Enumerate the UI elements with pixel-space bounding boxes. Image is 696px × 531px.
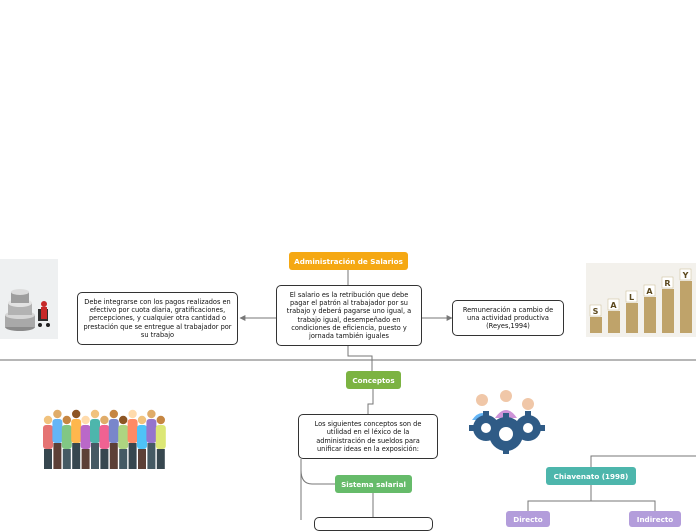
person-legs: [62, 449, 71, 469]
salary-coins-icon: S A L A R Y: [586, 263, 696, 337]
person-head: [72, 409, 81, 419]
team-gears-icon: [469, 390, 545, 454]
person-body: [61, 425, 72, 449]
person-head: [100, 415, 109, 425]
person-legs: [44, 449, 52, 469]
salary-letter: Y: [682, 271, 689, 280]
sistema-salarial-node[interactable]: Sistema salarial: [335, 475, 412, 493]
salary-letter: R: [664, 279, 670, 288]
indirecto-node[interactable]: Indirecto: [629, 511, 681, 527]
people-group-icon: [43, 409, 166, 469]
person-body: [52, 419, 63, 443]
concepts-description-node[interactable]: Los siguientes conceptos son de utilidad…: [298, 414, 438, 459]
connector-trunk-sistema: [300, 469, 335, 485]
person-legs: [109, 443, 118, 469]
chiavenato-node[interactable]: Chiavenato (1998): [546, 467, 636, 485]
person-body: [155, 425, 166, 449]
person-head: [53, 409, 62, 419]
person-body: [146, 419, 157, 443]
connector-concepts-desc: [367, 389, 374, 414]
main-topic-node[interactable]: Administración de Salarios: [289, 252, 408, 270]
person-legs: [100, 449, 109, 469]
person-head: [81, 415, 90, 425]
person-legs: [128, 443, 137, 469]
connector-chiavenato-leaves: [527, 485, 656, 511]
person-head: [137, 415, 147, 425]
person-body: [127, 419, 138, 443]
person-head: [43, 415, 53, 425]
person-legs: [91, 443, 99, 469]
person-body: [108, 419, 119, 443]
person-body: [43, 425, 53, 449]
person-body: [80, 425, 91, 449]
person-legs: [156, 449, 165, 469]
person-head: [156, 415, 165, 425]
person-body: [71, 419, 82, 443]
person-body: [118, 425, 129, 449]
person-head: [109, 409, 119, 419]
mind-map-canvas: S A L A R Y: [0, 252, 696, 531]
salary-letter: A: [610, 301, 617, 310]
left-note-node[interactable]: Debe integrarse con los pagos realizados…: [77, 292, 238, 345]
salary-letter: L: [629, 293, 634, 302]
coins-cart-icon: [0, 259, 58, 339]
person-legs: [138, 449, 146, 469]
person-body: [90, 419, 100, 443]
person-legs: [53, 443, 62, 469]
directo-node[interactable]: Directo: [506, 511, 550, 527]
salary-letter: A: [646, 287, 653, 296]
person-legs: [81, 449, 90, 469]
definition-node[interactable]: El salario es la retribución que debe pa…: [276, 285, 422, 346]
person-head: [128, 409, 137, 419]
person-head: [119, 415, 128, 425]
person-head: [90, 409, 100, 419]
person-head: [147, 409, 156, 419]
person-legs: [147, 443, 156, 469]
connector-definition-concepts: [347, 346, 373, 371]
person-body: [137, 425, 147, 449]
connector-chiavenato-up: [590, 455, 696, 467]
connector-layer: [0, 270, 696, 520]
sistema-child-node[interactable]: [314, 517, 433, 531]
person-head: [62, 415, 71, 425]
concepts-node[interactable]: Conceptos: [346, 371, 401, 389]
person-legs: [72, 443, 81, 469]
person-body: [99, 425, 110, 449]
right-note-node[interactable]: Remuneración a cambio de una actividad p…: [452, 300, 564, 336]
salary-letter: S: [593, 307, 599, 316]
person-legs: [119, 449, 128, 469]
